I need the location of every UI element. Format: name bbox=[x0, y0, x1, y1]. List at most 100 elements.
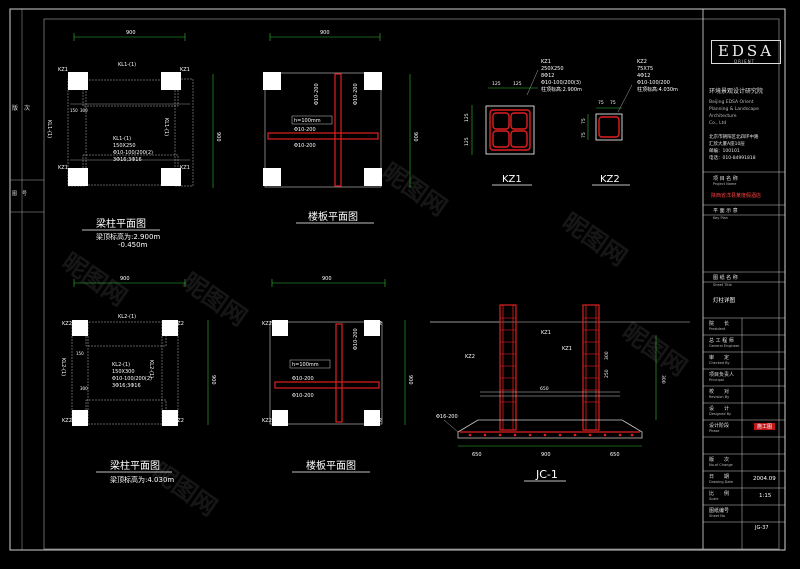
plan-note: 梁顶标高为:4.030m bbox=[110, 475, 174, 484]
dim: 75 bbox=[581, 132, 587, 138]
column-label: KZ1 bbox=[58, 67, 68, 73]
section-kz2: 75 75 75 75 KZ2 75X75 4Φ12 Φ10-100/200 柱… bbox=[581, 59, 678, 186]
rebar-horizontal bbox=[267, 132, 379, 140]
column-label: KZ1 bbox=[58, 165, 68, 171]
plan-note: -0.450m bbox=[118, 241, 148, 249]
foundation-jc1: Φ16-200 KZ2 KZ1 KZ1 650 300 250 300 650 … bbox=[430, 304, 690, 482]
column-label: KZ2 bbox=[372, 321, 382, 327]
chief-engineer-label: 总 工 程 师 bbox=[709, 338, 734, 344]
phase-sublabel: Phase bbox=[709, 429, 720, 433]
column-label: KZ2 bbox=[62, 321, 72, 327]
slab-thickness: h=100mm bbox=[294, 118, 321, 124]
beam-label-left: KL2-(1) bbox=[60, 358, 66, 376]
dim-side2: 300 bbox=[80, 386, 88, 391]
spec-line: KZ1 bbox=[541, 59, 551, 65]
scale-label: 比 例 bbox=[709, 491, 730, 497]
rebar-vertical bbox=[334, 73, 342, 187]
plan-title-1: 梁柱平面图 梁顶标高为:2.900m -0.450m bbox=[82, 217, 160, 249]
rebar-spec: Φ10-200 bbox=[294, 127, 316, 133]
date-label: 日 期 bbox=[709, 474, 730, 480]
dim-bottom: 650 bbox=[610, 452, 620, 458]
sheet-title-sublabel: Sheet Title bbox=[713, 283, 732, 287]
dim-top: 900 bbox=[320, 30, 330, 36]
slab-plan-upper: 900 900 h=100mm Φ10-200 Φ10-200 Φ10-200 … bbox=[263, 30, 418, 188]
dim-top: 900 bbox=[322, 276, 332, 282]
company-name-cn: 环境景观设计研究院 bbox=[709, 88, 764, 95]
outer-frame bbox=[9, 8, 786, 551]
plan-note: 梁顶标高为:2.900m bbox=[96, 232, 160, 241]
dim-right: 900 bbox=[412, 132, 418, 142]
project-name-label: 项 目 名 称 bbox=[713, 176, 738, 182]
dim-mid: 650 bbox=[540, 386, 549, 392]
spec-line: 250X250 bbox=[541, 66, 564, 72]
designed-sublabel: Designed By bbox=[709, 412, 732, 416]
plan-title: 楼板平面图 bbox=[308, 210, 358, 223]
dim-right: 900 bbox=[407, 375, 413, 385]
spec-line: 75X75 bbox=[637, 66, 653, 72]
beam-spec: Φ10-100/200(2) bbox=[113, 150, 153, 156]
company-name-en: Architecture bbox=[709, 114, 737, 119]
beam-label-top: KL1-(1) bbox=[118, 62, 136, 68]
plan-title: 楼板平面图 bbox=[306, 459, 356, 472]
spec-line: KZ2 bbox=[637, 59, 647, 65]
column-label: KZ1 bbox=[180, 67, 190, 73]
rebar-spec: Φ10-200 bbox=[353, 328, 359, 350]
spec-line: 8Φ12 bbox=[541, 73, 554, 79]
principal-label: 项目负责人 bbox=[709, 372, 735, 378]
phase-value: 施工图 bbox=[754, 423, 776, 430]
rebar-spec: Φ10-200 bbox=[314, 83, 320, 105]
company-address: 汇欣大厦A座10层 bbox=[709, 142, 745, 147]
section-kz1: 125 125 125 125 KZ1 250X250 8Φ12 Φ10-100… bbox=[464, 59, 582, 186]
change-label: 版 次 bbox=[709, 457, 730, 463]
beam-column-plan-upper: 900 900 KZ1 KZ1 KZ1 KZ1 KL1-(1) KL1-(1) … bbox=[46, 30, 221, 188]
plan-title: 梁柱平面图 bbox=[110, 459, 160, 472]
slab-thickness: h=100mm bbox=[292, 362, 319, 368]
phase-label: 设计阶段 bbox=[709, 423, 730, 429]
sheet-no-sublabel: Sheet No bbox=[709, 514, 725, 518]
dim: 75 bbox=[581, 118, 587, 124]
dim: 75 bbox=[598, 100, 604, 106]
company-postcode: 邮编：100101 bbox=[709, 149, 740, 154]
company-name-en: Planning & Landscape bbox=[709, 107, 759, 112]
beam-spec: 3Φ16;3Φ16 bbox=[113, 157, 142, 163]
dim: 125 bbox=[513, 81, 522, 87]
beam-spec: 150X300 bbox=[112, 369, 135, 375]
beam-label-right: KL2-(1) bbox=[148, 360, 154, 378]
scale-sublabel: Scale bbox=[709, 497, 719, 501]
scale-value: 1:15 bbox=[759, 493, 772, 499]
rebar-spec: Φ10-200 bbox=[292, 393, 314, 399]
spec-line: Φ10-100/200 bbox=[637, 80, 670, 86]
chief-engineer-sublabel: General Engineer bbox=[709, 344, 740, 348]
inner-frame bbox=[43, 18, 780, 550]
beam-label-top: KL2-(1) bbox=[118, 314, 136, 320]
key-plan-label: 平 面 示 意 bbox=[713, 208, 738, 214]
change-sublabel: No.of Change bbox=[709, 463, 733, 467]
rebar-spec: Φ10-200 bbox=[294, 143, 316, 149]
label-kz1: KZ1 bbox=[541, 330, 551, 336]
beam-spec: 3Φ16;3Φ16 bbox=[112, 383, 141, 389]
label-kz2: KZ2 bbox=[465, 354, 475, 360]
left-strip-label-2: 图 号 bbox=[12, 191, 27, 197]
slab-plan-lower: 900 900 KZ2 KZ2 KZ2 KZ2 h=100mm Φ10-200 … bbox=[262, 276, 413, 426]
plan-title-3: 梁柱平面图 梁顶标高为:4.030m bbox=[96, 459, 174, 484]
company-name-en: Co., Ltd bbox=[709, 121, 727, 126]
principal-sublabel: Principal bbox=[709, 378, 724, 382]
rebar-spec: Φ10-200 bbox=[353, 83, 359, 105]
company-phone: 电话：010-84991818 bbox=[709, 156, 756, 161]
column-label: KZ2 bbox=[262, 321, 272, 327]
column-label: KZ2 bbox=[62, 418, 72, 424]
section-label: KZ2 bbox=[600, 174, 620, 185]
spec-line: Φ10-100/200(3) bbox=[541, 80, 581, 86]
plan-title: 梁柱平面图 bbox=[96, 217, 146, 230]
title-block-grid bbox=[703, 171, 785, 549]
dim-side: 250 bbox=[604, 369, 610, 378]
dim: 75 bbox=[610, 100, 616, 106]
spec-line: 柱顶标高:4.030m bbox=[637, 86, 678, 93]
date-value: 2004.09 bbox=[753, 476, 776, 482]
beam-label-right: KL1-(1) bbox=[163, 118, 169, 136]
dim-side: 150 bbox=[76, 351, 84, 356]
revision-label: 校 对 bbox=[709, 389, 730, 395]
dim-bottom: 650 bbox=[472, 452, 482, 458]
